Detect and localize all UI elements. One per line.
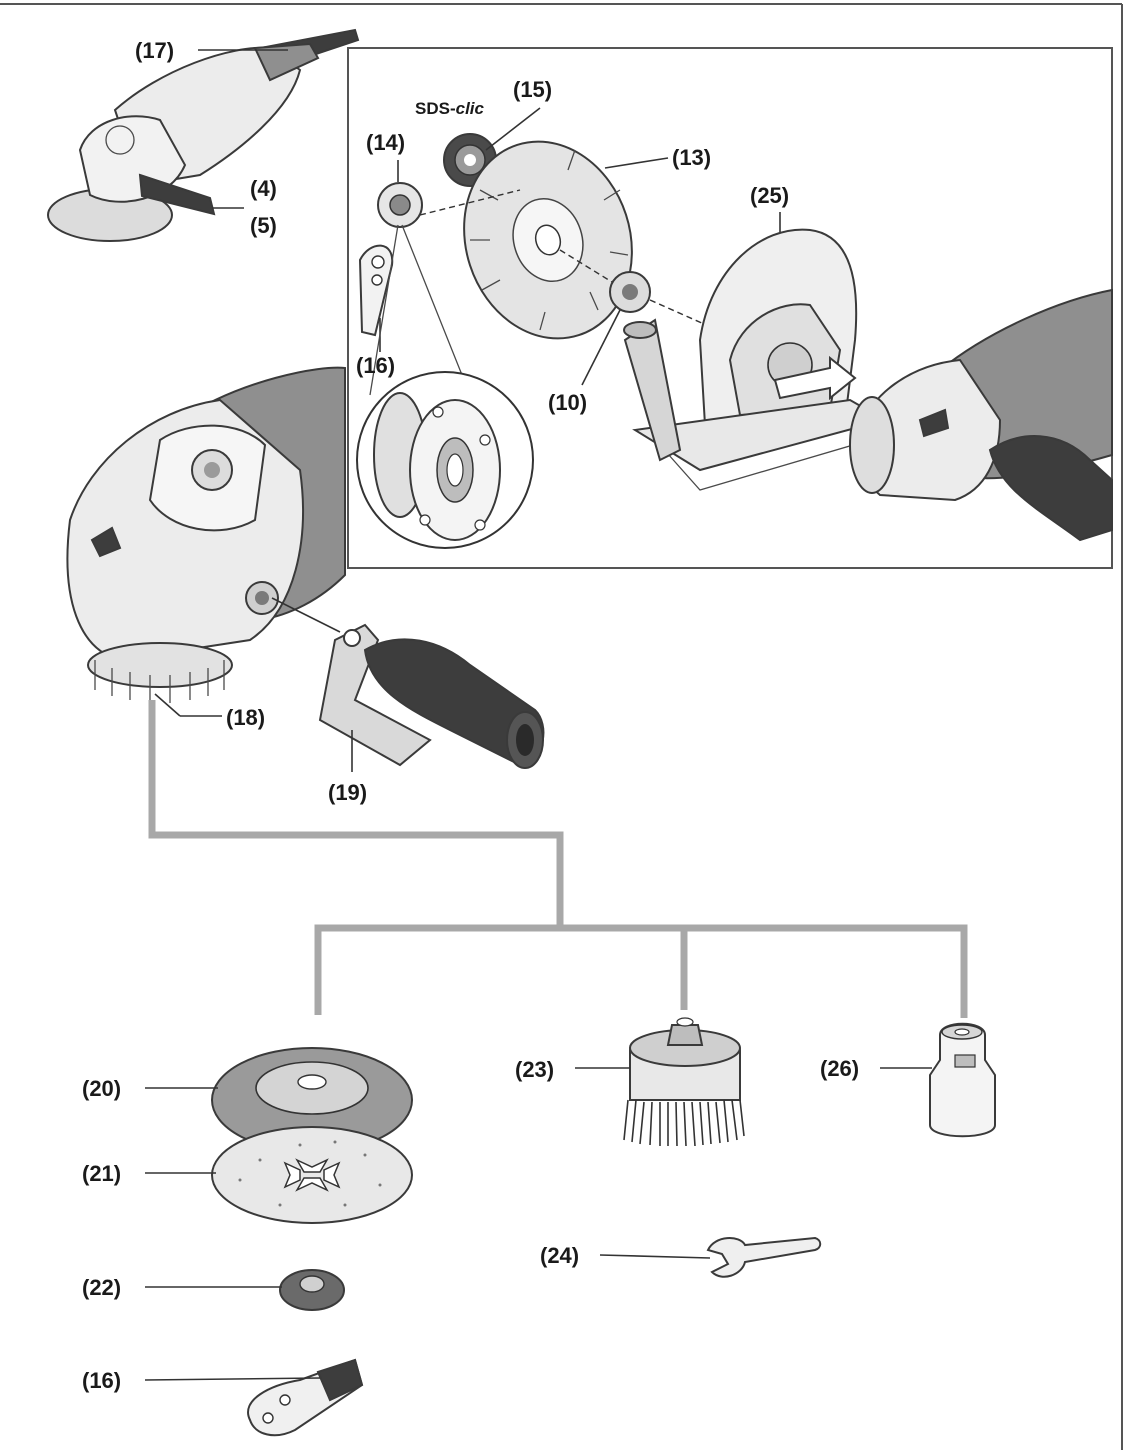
sds-clic-logo: SDS-clic [415,99,485,118]
angle-grinder-small [47,28,360,242]
label-4: (4) [250,176,277,201]
accessory-tree [148,700,968,1018]
page-frame [0,3,1123,1450]
label-16-inset: (16) [356,353,395,378]
label-22: (22) [82,1275,121,1300]
detail-magnifier [356,224,534,549]
mounting-flange [609,271,651,313]
rubber-backing-pad [211,1047,413,1153]
round-nut [279,1269,345,1311]
label-13: (13) [672,145,711,170]
two-pin-spanner-insert [358,244,394,337]
label-10: (10) [548,390,587,415]
two-pin-spanner-insert-bottom [247,1358,364,1437]
sanding-sheet [211,1126,413,1224]
label-21: (21) [82,1161,121,1186]
brand-suffix: clic [456,99,485,118]
label-14: (14) [366,130,405,155]
label-5: (5) [250,213,277,238]
part-labels: (17) (4) (5) (15) (14) (13) (25) (16) (1… [82,38,859,1393]
cutting-guard-with-guide-sled [623,228,888,491]
side-handle-with-hand-guard [318,623,545,769]
label-24: (24) [540,1243,579,1268]
angle-grinder-inset [849,288,1113,542]
cup-brush [623,1017,745,1147]
label-16-bottom: (16) [82,1368,121,1393]
label-26: (26) [820,1056,859,1081]
brand-prefix: SDS- [415,99,456,118]
label-23: (23) [515,1057,554,1082]
label-17: (17) [135,38,174,63]
svg-text:SDS-clic: SDS-clic [415,99,485,118]
angle-grinder-main [66,366,346,703]
label-18: (18) [226,705,265,730]
label-20: (20) [82,1076,121,1101]
open-end-wrench [706,1236,822,1278]
clamping-nut [377,182,423,228]
drill-bit-adapter [929,1022,996,1138]
diamond-cutting-disc [463,140,633,340]
label-25: (25) [750,183,789,208]
label-15: (15) [513,77,552,102]
label-19: (19) [328,780,367,805]
